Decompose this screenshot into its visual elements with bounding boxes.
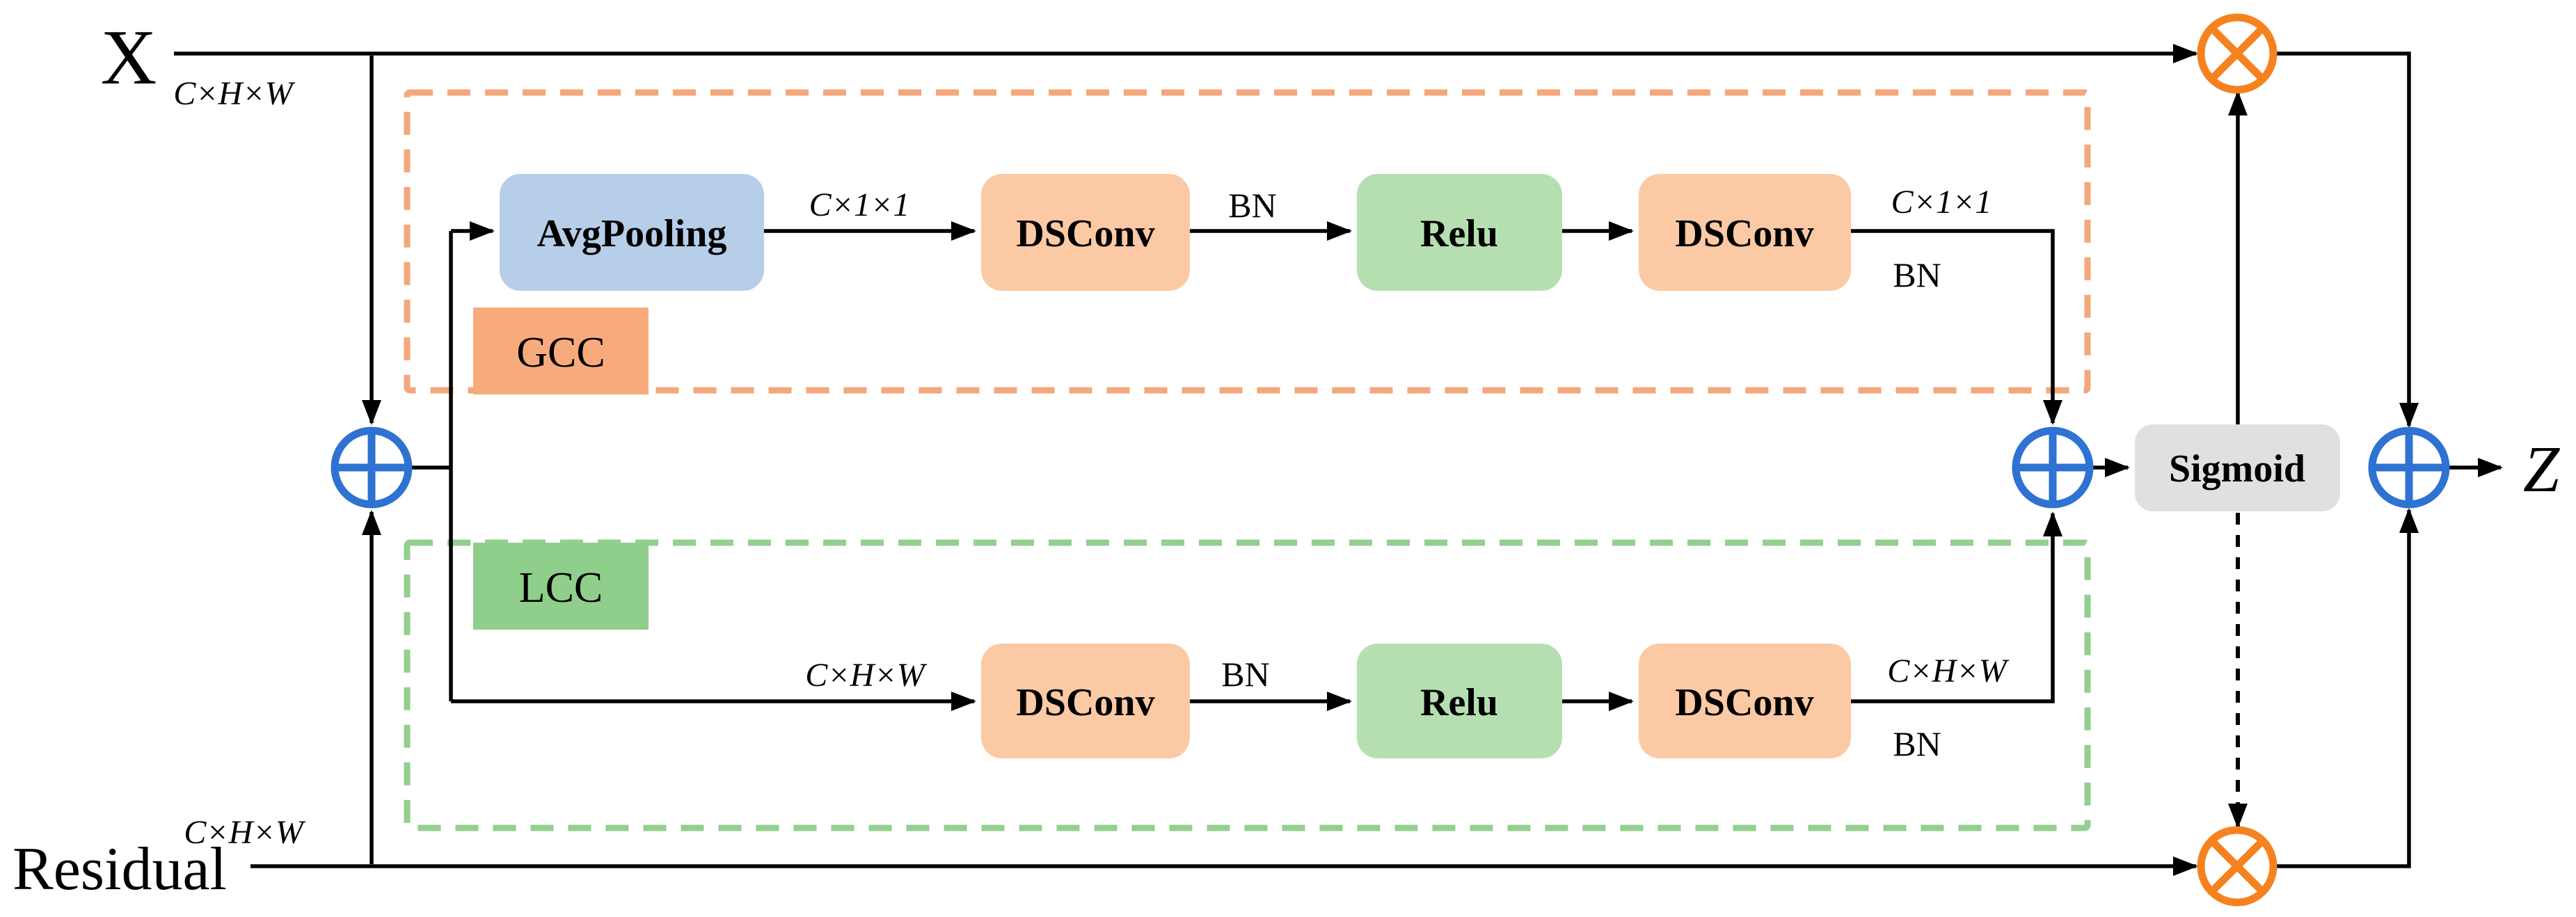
gcc-output-wire — [1851, 229, 2062, 425]
lcc-out-dims-label: C×H×W — [1887, 653, 2009, 689]
add-operator-right-icon — [2368, 426, 2450, 509]
top-multiply-to-add-wire — [2273, 51, 2419, 428]
lcc-bn1-label: BN — [1221, 655, 1269, 694]
lcc-tag-label: LCC — [519, 564, 603, 612]
gcc-tag-label: GCC — [516, 329, 605, 376]
output-label: Z — [2523, 433, 2561, 506]
input-dims-label: C×H×W — [173, 75, 295, 112]
gcc-dsconv2-label: DSConv — [1675, 212, 1813, 255]
gcc-dsconv1-label: DSConv — [1016, 212, 1154, 255]
lcc-dsconv2-label: DSConv — [1675, 681, 1813, 724]
gcc-out-bn-label: BN — [1893, 255, 1941, 294]
gcc-dsconv1-block — [981, 174, 1190, 291]
gcc-avgpooling-block — [500, 174, 764, 291]
gcc-group-box — [404, 89, 2091, 394]
residual-dims-label: C×H×W — [184, 814, 305, 851]
lcc-output-wire — [1851, 511, 2062, 703]
lcc-dsconv1-block — [981, 644, 1190, 758]
sigmoid-label: Sigmoid — [2169, 447, 2305, 491]
lcc-dsconv1-label: DSConv — [1016, 681, 1154, 724]
gcc-relu-block — [1357, 174, 1562, 291]
lcc-tag-box — [473, 543, 649, 630]
lcc-relu-label: Relu — [1420, 681, 1498, 724]
multiply-operator-top-icon — [2197, 13, 2277, 94]
lcc-in-dims-label: C×H×W — [805, 657, 927, 694]
gcc-out-dims-label: C×1×1 — [1891, 184, 1992, 221]
gcc-tag-box — [473, 308, 649, 394]
bottom-multiply-to-add-wire — [2273, 508, 2419, 868]
lcc-out-bn-label: BN — [1893, 724, 1941, 763]
gcc-bn1-label: BN — [1228, 186, 1276, 225]
lcc-dsconv2-block — [1639, 644, 1851, 758]
lcc-relu-block — [1357, 644, 1562, 758]
residual-label: Residual — [13, 836, 227, 903]
add-operator-middle-icon — [2012, 426, 2094, 509]
lcc-group-box — [404, 539, 2091, 831]
gcc-avgpooling-label: AvgPooling — [537, 212, 727, 255]
input-label: X — [101, 15, 157, 101]
add-operator-left-icon — [331, 426, 413, 509]
gcc-dsconv2-block — [1639, 174, 1851, 291]
gcc-relu-label: Relu — [1420, 212, 1498, 255]
sigmoid-block — [2135, 424, 2340, 511]
connector-wires — [174, 44, 2503, 876]
gcc-pool-out-dims-label: C×1×1 — [809, 186, 910, 223]
multiply-operator-bottom-icon — [2197, 826, 2277, 907]
